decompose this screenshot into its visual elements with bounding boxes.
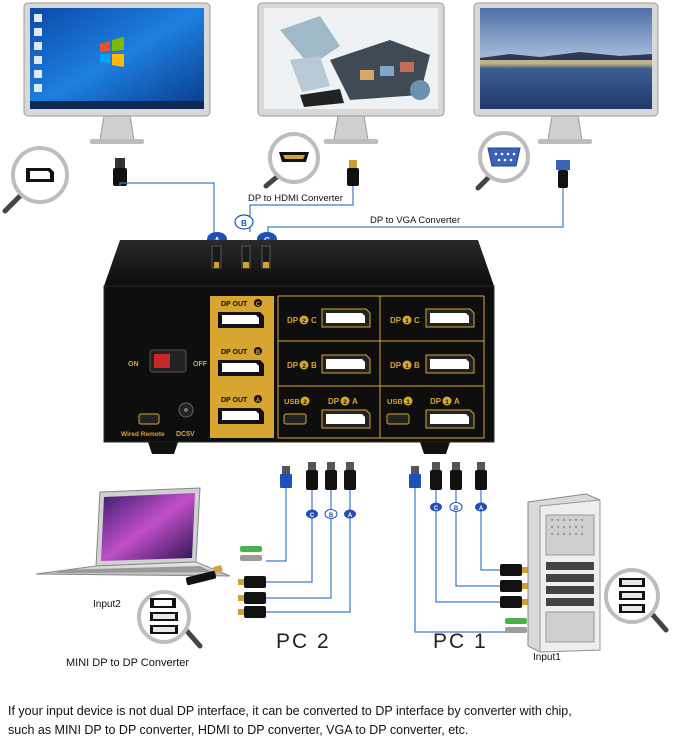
input2-label: Input2 xyxy=(93,599,121,610)
dp-to-hdmi-label: DP to HDMI Converter xyxy=(248,193,343,204)
pc2-tag-b: B xyxy=(329,513,334,519)
windows-logo-icon xyxy=(100,37,124,67)
svg-text:1: 1 xyxy=(445,399,449,406)
pc2-tag-c: C xyxy=(310,513,315,519)
svg-text:B: B xyxy=(414,361,420,370)
wired-remote-label: Wired Remote xyxy=(121,431,165,438)
svg-text:DP OUT: DP OUT xyxy=(221,397,248,404)
footer-line-2: such as MINI DP to DP converter, HDMI to… xyxy=(8,723,469,737)
pc1-tag-c: C xyxy=(434,506,439,512)
laptop xyxy=(35,487,231,586)
dp1-a-port: DP 1 A xyxy=(425,396,475,429)
pc1-tag-a: A xyxy=(479,506,484,512)
svg-text:USB: USB xyxy=(284,397,300,406)
dp2-b-port: DP 2 B xyxy=(287,354,371,374)
svg-text:USB: USB xyxy=(387,397,403,406)
svg-text:B: B xyxy=(311,361,317,370)
svg-text:DP OUT: DP OUT xyxy=(221,349,248,356)
svg-text:2: 2 xyxy=(343,399,347,406)
mini-dp-converter-label: MINI DP to DP Converter xyxy=(66,657,189,669)
svg-text:DP: DP xyxy=(328,397,340,406)
input1-label: Input1 xyxy=(533,652,561,663)
svg-text:DP: DP xyxy=(390,316,402,325)
vga-cable-plug-icon xyxy=(556,160,570,188)
usb-ports-magnifier-left-icon xyxy=(137,590,203,649)
svg-text:DP OUT: DP OUT xyxy=(221,301,248,308)
hdmi-cable-plug-icon xyxy=(347,160,359,186)
svg-text:A: A xyxy=(352,397,358,406)
monitor-right xyxy=(473,2,659,144)
dp-to-vga-label: DP to VGA Converter xyxy=(370,215,460,226)
svg-text:1: 1 xyxy=(406,399,410,406)
desktop-tower xyxy=(527,493,601,653)
svg-text:A: A xyxy=(454,397,460,406)
input-port-grid xyxy=(277,295,485,439)
svg-text:B: B xyxy=(256,350,261,356)
kvm-switch: ON OFF Wired Remote DC5V DP OUT C DP OUT… xyxy=(103,240,495,454)
pc1-cable-bundle: C B A xyxy=(409,462,528,633)
dp-cable-plug-icon xyxy=(113,158,127,186)
footer-note: If your input device is not dual DP inte… xyxy=(8,702,676,740)
dp-out-b-port: DP OUT B xyxy=(218,347,264,376)
svg-text:DP: DP xyxy=(430,397,442,406)
usb-ports-magnifier-right-icon xyxy=(604,568,669,633)
svg-text:DP: DP xyxy=(287,316,299,325)
pc2-tag-a: A xyxy=(348,513,353,519)
svg-text:C: C xyxy=(414,316,420,325)
dp-out-c-port: DP OUT C xyxy=(218,299,264,328)
dp-port-magnifier-icon xyxy=(2,146,69,214)
svg-text:2: 2 xyxy=(302,363,306,370)
svg-text:1: 1 xyxy=(405,318,409,325)
on-label: ON xyxy=(128,361,139,368)
dc5v-label: DC5V xyxy=(176,431,195,438)
svg-text:C: C xyxy=(256,302,261,308)
svg-text:2: 2 xyxy=(303,399,307,406)
svg-text:B: B xyxy=(241,219,247,228)
svg-text:DP: DP xyxy=(287,361,299,370)
svg-text:A: A xyxy=(256,398,261,404)
pc2-cable-bundle: C B A xyxy=(238,462,356,618)
usb1-port: USB 1 xyxy=(386,396,413,425)
svg-text:1: 1 xyxy=(405,363,409,370)
off-label: OFF xyxy=(193,361,208,368)
footer-line-1: If your input device is not dual DP inte… xyxy=(8,704,572,718)
dp1-c-port: DP 1 C xyxy=(390,308,475,328)
dp2-a-port: DP 2 A xyxy=(321,396,371,429)
badge-b-top: B xyxy=(234,214,254,230)
dp2-c-port: DP 2 C xyxy=(287,308,371,328)
pc2-label: PC 2 xyxy=(276,630,331,653)
svg-text:2: 2 xyxy=(302,318,306,325)
svg-text:C: C xyxy=(311,316,317,325)
usb2-port: USB 2 xyxy=(283,396,310,425)
monitor-left xyxy=(23,2,211,144)
monitor-center xyxy=(257,2,445,144)
wired-remote-port xyxy=(138,413,160,425)
dp-out-a-port: DP OUT A xyxy=(218,395,264,424)
pc1-tag-b: B xyxy=(454,506,459,512)
pc1-label: PC 1 xyxy=(433,630,488,653)
vga-port-magnifier-icon xyxy=(475,131,530,191)
monitor-connection-lines xyxy=(119,182,564,234)
hdmi-port-magnifier-icon xyxy=(263,132,320,189)
svg-text:DP: DP xyxy=(390,361,402,370)
dp1-b-port: DP 1 B xyxy=(390,354,475,374)
